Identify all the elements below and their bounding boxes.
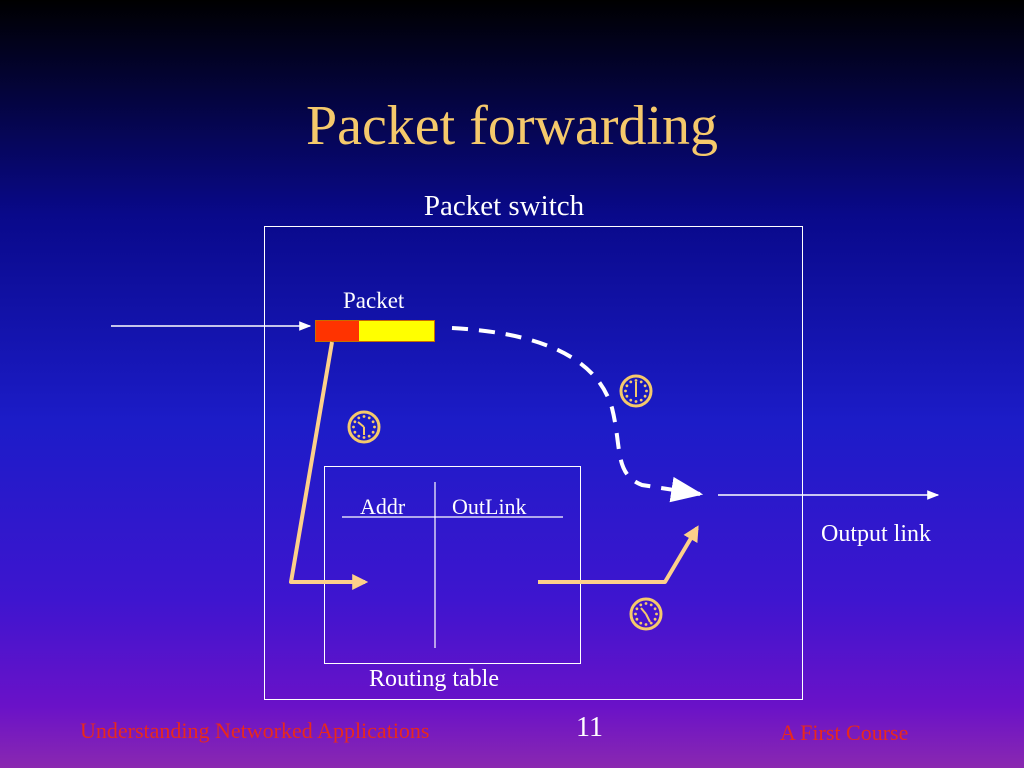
- footer-course-title: Understanding Networked Applications: [80, 718, 430, 743]
- clock-icon: [347, 410, 381, 444]
- routing-table-label: Routing table: [369, 666, 499, 692]
- output-link-label: Output link: [821, 521, 932, 547]
- forwarding-path-dashed: [451, 326, 704, 503]
- packet-header: [316, 321, 359, 341]
- routing-table-box: [324, 466, 581, 664]
- packet-payload: [359, 321, 434, 341]
- slide-title: Packet forwarding: [305, 95, 719, 157]
- footer-subtitle: A First Course: [780, 720, 909, 745]
- routing-table-addr-header: Addr: [360, 494, 406, 519]
- packet: [315, 320, 435, 342]
- routing-table-outlink-header: OutLink: [452, 494, 527, 519]
- packet-label: Packet: [343, 288, 405, 313]
- clock-icon: [629, 597, 663, 631]
- clock-icon: [619, 374, 653, 408]
- page-number: 11: [576, 712, 603, 743]
- lookup-arrow: [289, 341, 369, 590]
- result-arrow: [538, 525, 699, 584]
- packet-switch-box: [264, 226, 803, 700]
- packet-switch-label: Packet switch: [423, 190, 585, 222]
